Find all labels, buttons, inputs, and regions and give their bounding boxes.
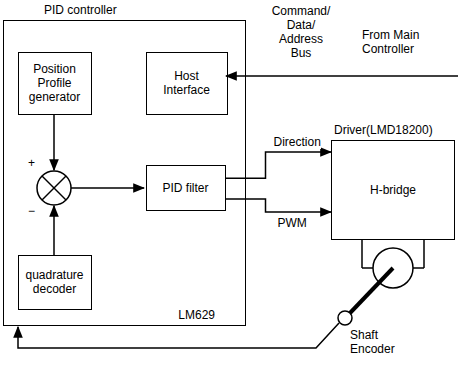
source-label: From Main Controller [362,28,452,56]
process-box: quadrature decoder [18,255,92,310]
bus-label: Command/ Data/ Address Bus [270,4,332,60]
signal-arrow [226,199,332,212]
box-heading: PID controller [44,3,117,17]
feedback-wire [18,323,339,348]
shaft-encoder-symbol [338,311,352,325]
summing-junction [37,171,71,205]
process-box: PID filter [146,165,226,211]
box-text: Position Profile generator [22,62,88,104]
box-label: H-bridge [332,141,454,239]
signal-label: PWM [278,216,307,230]
encoder-label: Shaft Encoder [350,328,402,356]
profile-to-sum-arrow [53,115,55,170]
motor-symbol [350,240,424,313]
controller-box: Position Profile generator Host Interface… [3,20,246,326]
box-label: LM629 [178,308,215,322]
signal-arrow [226,152,332,178]
box-text: Host Interface [150,69,224,97]
signal-label: Direction [274,135,321,149]
box-heading: Driver(LMD18200) [334,123,433,137]
process-box: Position Profile generator [18,52,92,115]
process-box: Host Interface [146,52,228,115]
driver-box: Driver(LMD18200)H-bridge [331,140,455,240]
sign-label: − [28,204,40,218]
sum-to-filter-arrow [71,187,144,189]
box-text: PID filter [162,181,208,195]
bus-arrow [226,75,458,77]
decoder-to-sum-arrow [53,206,55,255]
box-text: quadrature decoder [22,268,88,296]
sign-label: + [28,156,40,170]
